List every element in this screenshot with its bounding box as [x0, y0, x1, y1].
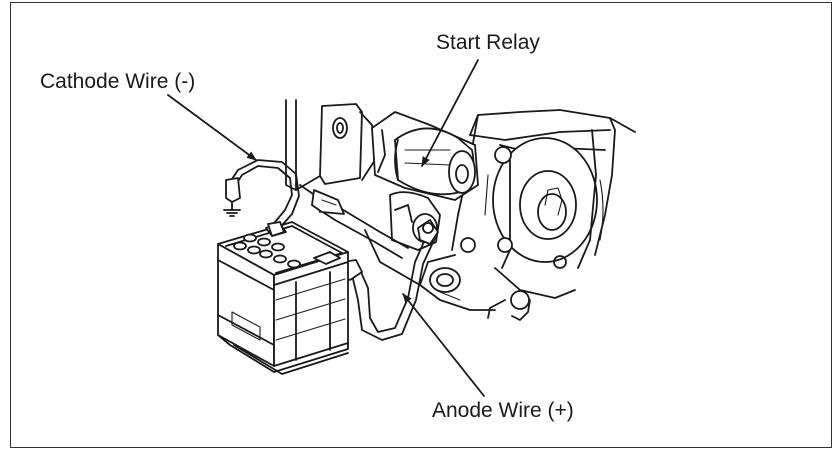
anode-wire-drawing [337, 219, 439, 341]
anode-wire-arrow [402, 293, 485, 397]
start-relay-label: Start Relay [436, 31, 540, 54]
cathode-wire-arrow [167, 94, 257, 161]
cathode-wire-label: Cathode Wire (-) [40, 70, 196, 93]
start-relay-arrow [421, 59, 479, 167]
anode-wire-label: Anode Wire (+) [432, 399, 574, 422]
battery [217, 221, 349, 375]
crankcase [364, 229, 496, 311]
cathode-wire-drawing [223, 159, 300, 237]
engine-block [451, 109, 636, 321]
harness-cable [311, 189, 409, 259]
